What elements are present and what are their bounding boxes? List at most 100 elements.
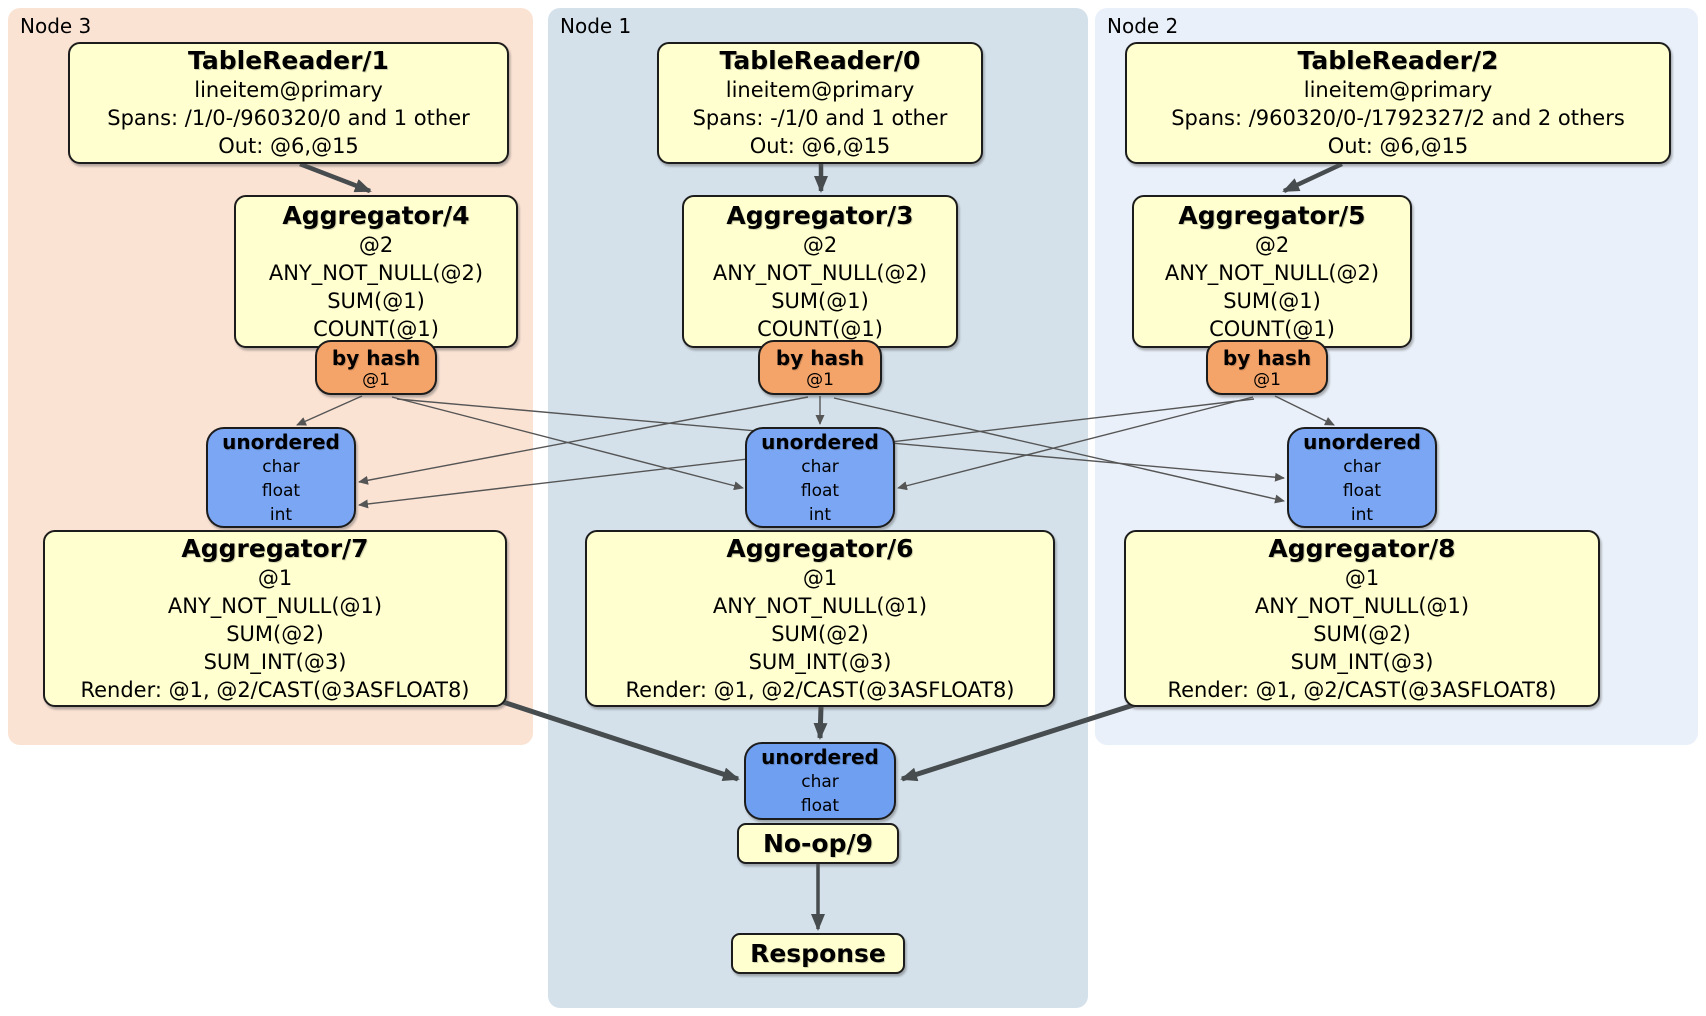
box-title: Aggregator/7 [181, 533, 369, 563]
response-box: Response [731, 933, 905, 974]
box-line: Out: @6,@15 [1327, 134, 1469, 158]
edge-agg8-unfinal [900, 698, 1147, 782]
sync-line: int [808, 504, 832, 525]
aggregator-4-box: Aggregator/4 @2 ANY_NOT_NULL(@2) SUM(@1)… [234, 195, 518, 348]
box-line: SUM(@2) [1313, 621, 1411, 646]
router-line: @1 [1253, 369, 1281, 390]
hash-router-node3: by hash @1 [315, 340, 437, 395]
edge-agg6-unfinal [813, 706, 828, 740]
edge-hash2-un2 [1274, 395, 1335, 426]
box-line: COUNT(@1) [1209, 316, 1335, 341]
box-title: Response [750, 938, 886, 968]
box-line: Spans: /1/0-/960320/0 and 1 other [107, 106, 470, 130]
edge-hash3-un3 [296, 395, 363, 426]
hash-router-node2: by hash @1 [1206, 340, 1328, 395]
box-line: ANY_NOT_NULL(@2) [1164, 260, 1380, 285]
router-title: by hash [775, 345, 865, 370]
box-title: No-op/9 [762, 828, 874, 858]
tablereader-2-box: TableReader/2 lineitem@primary Spans: /9… [1125, 42, 1671, 164]
router-title: by hash [331, 345, 421, 370]
box-line: @2 [358, 232, 394, 257]
router-title: by hash [1222, 345, 1312, 370]
box-line: Render: @1, @2/CAST(@3ASFLOAT8) [625, 677, 1015, 702]
tablereader-0-box: TableReader/0 lineitem@primary Spans: -/… [657, 42, 983, 164]
edge-tr2-agg5 [1282, 161, 1343, 194]
box-line: Render: @1, @2/CAST(@3ASFLOAT8) [1167, 677, 1557, 702]
box-title: TableReader/2 [1297, 46, 1499, 75]
box-line: SUM_INT(@3) [748, 649, 892, 674]
node2-label: Node 2 [1107, 14, 1179, 38]
sync-title: unordered [761, 745, 879, 769]
box-line: Spans: -/1/0 and 1 other [692, 106, 948, 130]
box-line: Out: @6,@15 [749, 134, 891, 158]
box-title: Aggregator/4 [282, 200, 470, 230]
sync-line: float [800, 480, 840, 501]
aggregator-6-box: Aggregator/6 @1 ANY_NOT_NULL(@1) SUM(@2)… [585, 530, 1055, 707]
edge-tr1-agg4 [299, 161, 372, 194]
box-line: ANY_NOT_NULL(@2) [712, 260, 928, 285]
node3-label: Node 3 [20, 14, 92, 38]
sync-line: char [1343, 456, 1381, 477]
edge-agg7-unfinal [499, 698, 740, 782]
aggregator-3-box: Aggregator/3 @2 ANY_NOT_NULL(@2) SUM(@1)… [682, 195, 958, 348]
aggregator-7-box: Aggregator/7 @1 ANY_NOT_NULL(@1) SUM(@2)… [43, 530, 507, 707]
box-title: Aggregator/8 [1268, 533, 1456, 563]
sync-line: float [800, 796, 840, 816]
box-line: ANY_NOT_NULL(@1) [1254, 593, 1470, 618]
edge-hash2-un1 [897, 396, 1254, 491]
aggregator-5-box: Aggregator/5 @2 ANY_NOT_NULL(@2) SUM(@1)… [1132, 195, 1412, 348]
sync-line: float [261, 480, 301, 501]
sync-line: char [262, 456, 300, 477]
box-line: ANY_NOT_NULL(@1) [712, 593, 928, 618]
box-line: lineitem@primary [725, 78, 915, 102]
box-line: @1 [257, 565, 293, 590]
box-line: SUM(@1) [327, 288, 425, 313]
box-title: TableReader/1 [188, 46, 389, 75]
box-line: SUM(@1) [1223, 288, 1321, 313]
sync-title: unordered [761, 429, 879, 454]
box-line: SUM_INT(@3) [1290, 649, 1434, 674]
aggregator-8-box: Aggregator/8 @1 ANY_NOT_NULL(@1) SUM(@2)… [1124, 530, 1600, 707]
box-title: Aggregator/5 [1178, 200, 1366, 230]
unordered-sync-final: unordered char float [744, 742, 896, 820]
box-line: SUM(@1) [771, 288, 869, 313]
box-line: SUM_INT(@3) [203, 649, 347, 674]
box-line: ANY_NOT_NULL(@1) [167, 593, 383, 618]
unordered-sync-node1: unordered char float int [745, 427, 895, 528]
router-line: @1 [362, 369, 390, 390]
box-line: Out: @6,@15 [218, 134, 359, 158]
box-line: COUNT(@1) [313, 316, 439, 341]
noop-box: No-op/9 [737, 823, 899, 864]
sync-line: char [801, 772, 839, 792]
box-line: @2 [802, 232, 838, 257]
tablereader-1-box: TableReader/1 lineitem@primary Spans: /1… [68, 42, 509, 164]
hash-router-node1: by hash @1 [758, 340, 882, 395]
box-title: TableReader/0 [719, 46, 921, 75]
sync-line: int [269, 504, 293, 525]
box-line: COUNT(@1) [757, 316, 883, 341]
sync-line: char [801, 456, 839, 477]
box-title: Aggregator/6 [726, 533, 914, 563]
box-line: SUM(@2) [771, 621, 869, 646]
box-line: ANY_NOT_NULL(@2) [268, 260, 484, 285]
unordered-sync-node3: unordered char float int [206, 427, 356, 528]
box-line: @2 [1254, 232, 1290, 257]
edge-hash1-un2 [833, 397, 1285, 504]
sync-line: int [1350, 504, 1374, 525]
box-line: lineitem@primary [1303, 78, 1493, 102]
sync-title: unordered [222, 429, 340, 454]
sync-title: unordered [1303, 429, 1421, 454]
box-line: @1 [802, 565, 838, 590]
box-line: lineitem@primary [194, 78, 383, 102]
node1-label: Node 1 [560, 14, 632, 38]
box-line: Render: @1, @2/CAST(@3ASFLOAT8) [80, 677, 470, 702]
box-title: Aggregator/3 [726, 200, 914, 230]
box-line: @1 [1344, 565, 1380, 590]
box-line: SUM(@2) [226, 621, 324, 646]
box-line: Spans: /960320/0-/1792327/2 and 2 others [1171, 106, 1625, 130]
edge-hash1-un3 [358, 396, 809, 485]
unordered-sync-node2: unordered char float int [1287, 427, 1437, 528]
sync-line: float [1342, 480, 1382, 501]
